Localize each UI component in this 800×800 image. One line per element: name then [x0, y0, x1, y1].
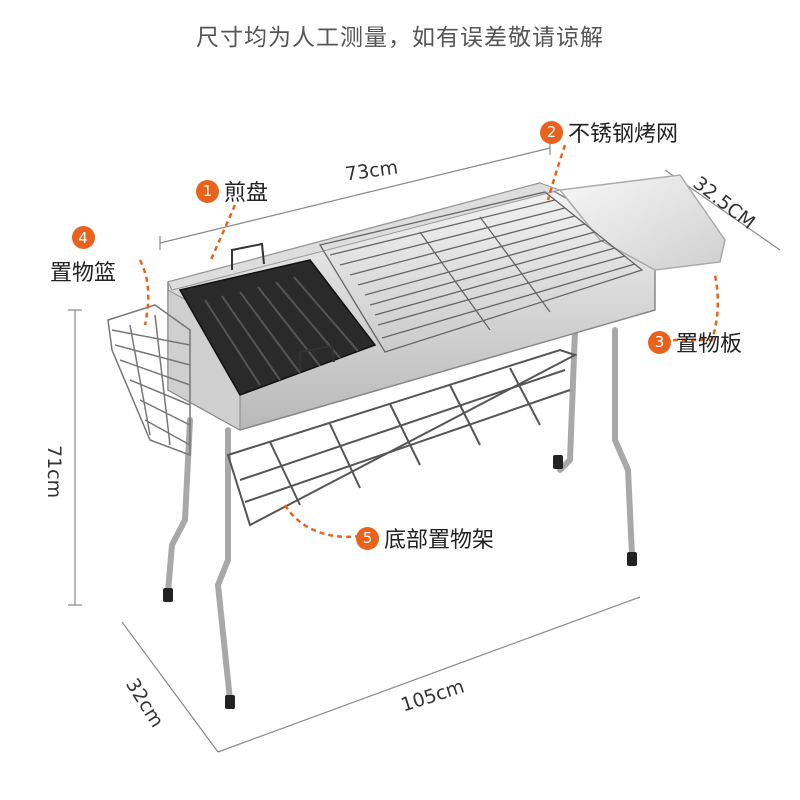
leg-feet: [163, 455, 637, 709]
disclaimer-note: 尺寸均为人工测量，如有误差敬请谅解: [196, 25, 604, 51]
callout-number: 1: [196, 179, 219, 203]
bottom-shelf: [226, 348, 578, 527]
callout-number: 2: [540, 120, 563, 144]
callout-grill-rack: 2 不锈钢烤网: [540, 116, 678, 148]
callout-label: 置物板: [676, 332, 743, 357]
callout-leaders: [138, 144, 720, 539]
callout-number: 4: [71, 226, 95, 249]
callout-label: 不锈钢烤网: [568, 122, 679, 147]
dim-height: 71cm: [43, 445, 65, 499]
legs: [165, 327, 635, 703]
callout-label: 煎盘: [224, 181, 269, 206]
side-shelf: [558, 174, 726, 271]
callout-label: 底部置物架: [384, 528, 495, 553]
callout-number: 3: [648, 330, 671, 354]
grill-rack: [318, 191, 644, 353]
griddle-pan: [178, 242, 377, 396]
callout-griddle-pan: 1 煎盘: [196, 175, 268, 207]
callout-side-shelf: 3 置物板: [648, 326, 742, 358]
callout-number: 5: [356, 526, 379, 550]
side-basket: [107, 304, 191, 457]
callout-bottom-shelf: 5 底部置物架: [356, 522, 494, 554]
callout-label: 置物篮: [50, 261, 117, 286]
callout-side-basket: 4 置物篮: [50, 226, 116, 287]
